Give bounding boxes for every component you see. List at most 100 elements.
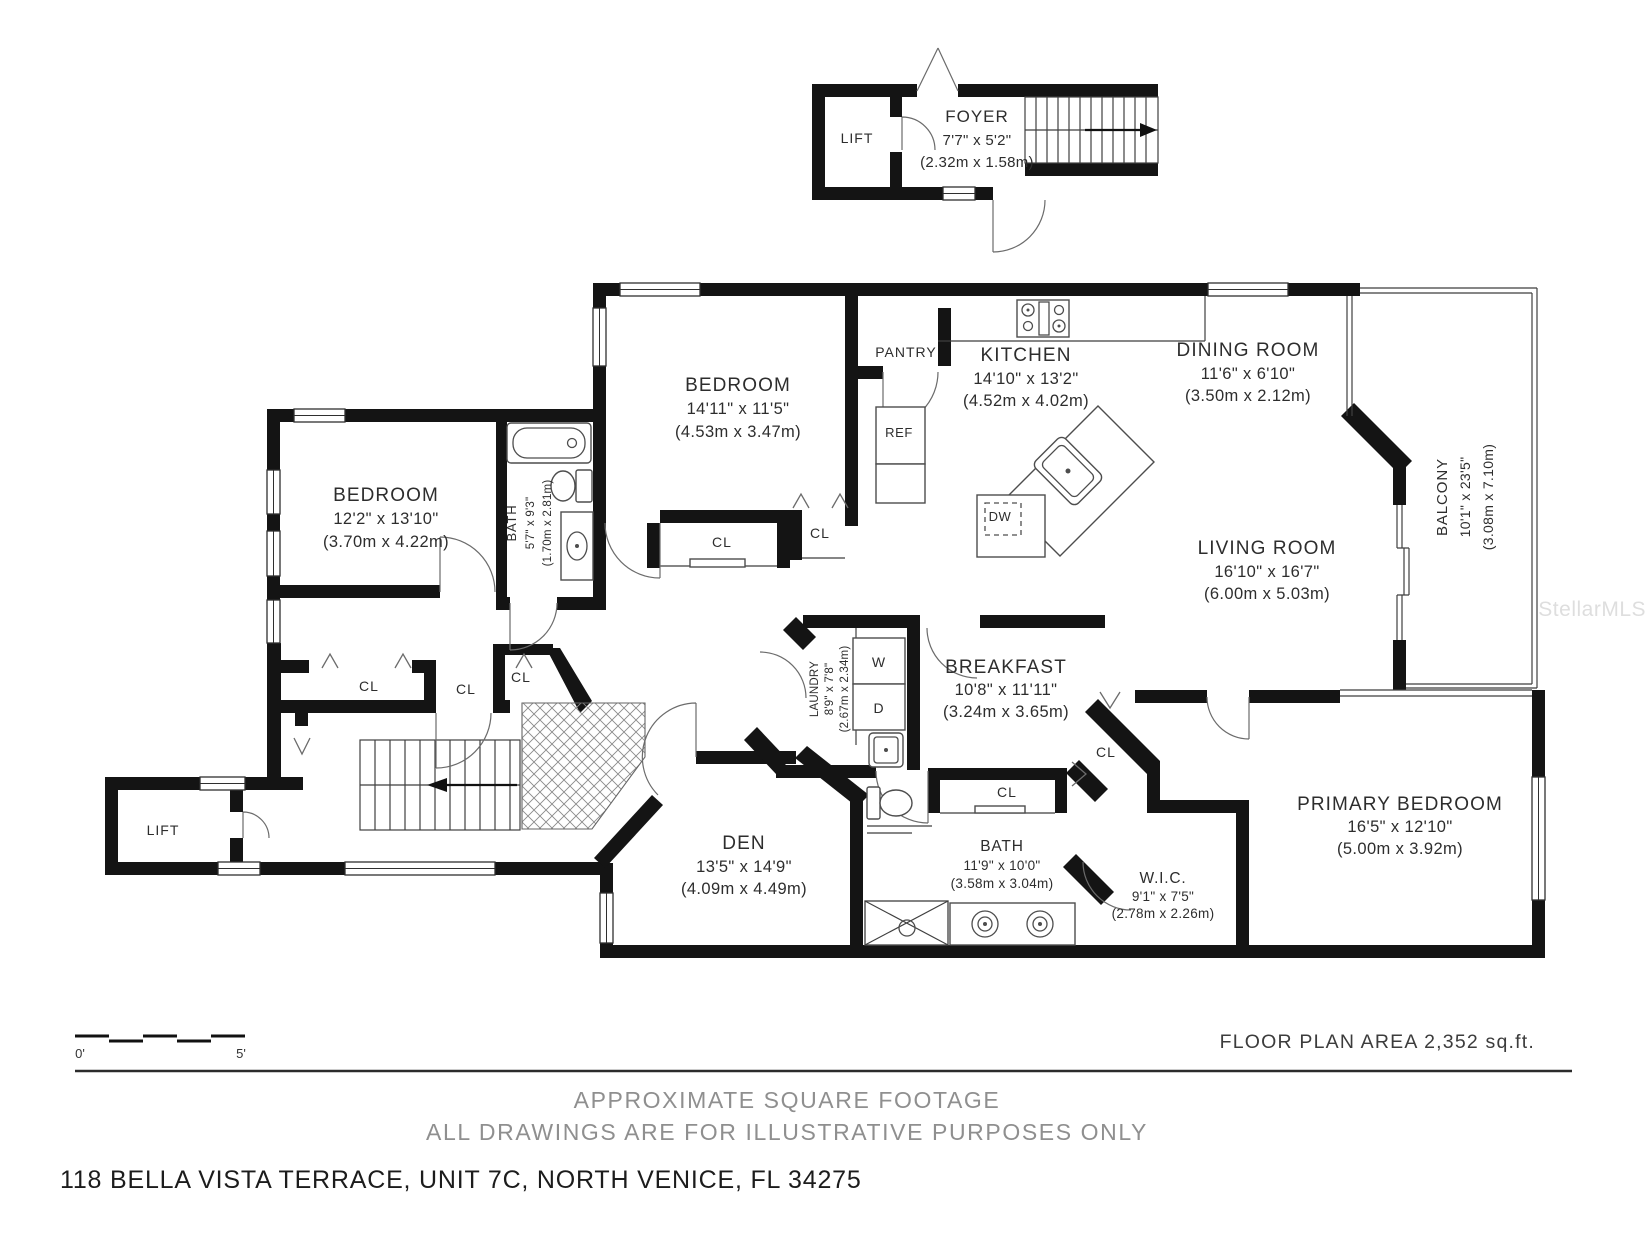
- bathtub-icon: [506, 422, 592, 464]
- room-label-bedroom-mid: BEDROOM 14'11" x 11'5" (4.53m x 3.47m): [675, 375, 801, 441]
- svg-text:DEN: DEN: [722, 833, 765, 854]
- svg-text:8'9" x 7'8": 8'9" x 7'8": [824, 663, 836, 715]
- svg-text:11'6" x 6'10": 11'6" x 6'10": [1201, 365, 1295, 383]
- svg-text:BALCONY: BALCONY: [1434, 458, 1451, 536]
- svg-text:BEDROOM: BEDROOM: [333, 485, 439, 506]
- label-dw: DW: [989, 509, 1012, 524]
- window: [1207, 282, 1289, 297]
- island-sink-icon: [1033, 436, 1103, 506]
- sink-vanity-icon-upper: [560, 511, 594, 581]
- kitchen-island: [976, 405, 1155, 558]
- toilet-icon-lower: [866, 786, 932, 834]
- svg-text:(1.70m x 2.81m): (1.70m x 2.81m): [542, 480, 554, 567]
- window: [619, 282, 701, 297]
- svg-text:13'5" x 14'9": 13'5" x 14'9": [696, 858, 792, 876]
- room-label-dining: DINING ROOM 11'6" x 6'10" (3.50m x 2.12m…: [1177, 340, 1320, 405]
- svg-text:BREAKFAST: BREAKFAST: [945, 657, 1067, 678]
- room-label-bath-upper: BATH 5'7" x 9'3" (1.70m x 2.81m): [504, 480, 554, 567]
- kitchen-counter: [938, 296, 1206, 342]
- label-closet-2: CL: [456, 681, 476, 697]
- window: [599, 892, 614, 944]
- window: [293, 408, 346, 423]
- room-label-bedroom-left: BEDROOM 12'2" x 13'10" (3.70m x 4.22m): [323, 485, 449, 551]
- svg-text:(4.09m x 4.49m): (4.09m x 4.49m): [681, 880, 807, 898]
- stove-icon: [1016, 299, 1070, 338]
- shower-icon: [864, 900, 949, 946]
- svg-text:12'2" x 13'10": 12'2" x 13'10": [333, 510, 438, 528]
- svg-text:BATH: BATH: [980, 838, 1023, 855]
- windows: [199, 186, 1546, 944]
- window: [592, 307, 607, 367]
- laundry-sink-icon: [868, 732, 904, 768]
- room-label-foyer: FOYER 7'7" x 5'2" (2.32m x 1.58m): [920, 107, 1034, 171]
- svg-text:DINING ROOM: DINING ROOM: [1177, 340, 1320, 361]
- address-label: 118 BELLA VISTA TERRACE, UNIT 7C, NORTH …: [60, 1166, 862, 1194]
- svg-text:14'11" x 11'5": 14'11" x 11'5": [687, 400, 790, 418]
- label-dryer: D: [873, 700, 884, 716]
- upper-stairs: [1024, 96, 1159, 164]
- svg-text:BEDROOM: BEDROOM: [685, 375, 791, 396]
- refrigerator-icon: [875, 406, 926, 504]
- svg-text:10'1" x 23'5": 10'1" x 23'5": [1457, 457, 1473, 538]
- label-closet-6: CL: [997, 784, 1017, 800]
- floor-area-label: FLOOR PLAN AREA 2,352 sq.ft.: [1220, 1031, 1535, 1053]
- svg-text:(3.08m x 7.10m): (3.08m x 7.10m): [1480, 444, 1496, 550]
- main-stairs: [359, 702, 646, 831]
- stair-landing-hatch: [521, 702, 646, 830]
- svg-text:FOYER: FOYER: [945, 107, 1009, 126]
- svg-text:(2.67m x 2.34m): (2.67m x 2.34m): [839, 646, 851, 733]
- window: [266, 599, 281, 644]
- label-closet-3: CL: [511, 669, 531, 685]
- svg-text:16'10" x 16'7": 16'10" x 16'7": [1214, 563, 1319, 581]
- label-closet-1: CL: [359, 678, 379, 694]
- window: [266, 530, 281, 577]
- scale-bar: 0' 5': [75, 1034, 246, 1061]
- door-chevrons: [293, 492, 1121, 787]
- svg-text:(5.00m x 3.92m): (5.00m x 3.92m): [1337, 840, 1463, 858]
- svg-text:(2.78m x 2.26m): (2.78m x 2.26m): [1112, 906, 1215, 921]
- svg-text:(2.32m x 1.58m): (2.32m x 1.58m): [920, 154, 1034, 171]
- room-label-breakfast: BREAKFAST 10'8" x 11'11" (3.24m x 3.65m): [943, 657, 1069, 721]
- window: [199, 776, 246, 791]
- window: [942, 186, 976, 201]
- svg-text:7'7" x 5'2": 7'7" x 5'2": [943, 132, 1012, 149]
- watermark: StellarMLS: [1538, 598, 1646, 621]
- room-label-lift-upper: LIFT: [841, 130, 874, 146]
- svg-text:(3.50m x 2.12m): (3.50m x 2.12m): [1185, 387, 1311, 405]
- svg-text:LIVING ROOM: LIVING ROOM: [1198, 538, 1337, 559]
- svg-text:KITCHEN: KITCHEN: [980, 345, 1071, 366]
- svg-text:10'8" x 11'11": 10'8" x 11'11": [955, 681, 1058, 699]
- stair-arrow-right-icon: [1085, 123, 1157, 137]
- svg-text:(4.53m x 3.47m): (4.53m x 3.47m): [675, 423, 801, 441]
- svg-text:(3.24m x 3.65m): (3.24m x 3.65m): [943, 703, 1069, 721]
- svg-text:11'9" x 10'0": 11'9" x 10'0": [964, 858, 1041, 873]
- double-vanity-icon: [949, 902, 1076, 946]
- dryer-box: [852, 683, 906, 731]
- footer-note-1: APPROXIMATE SQUARE FOOTAGE: [574, 1087, 1001, 1113]
- svg-text:5'7" x 9'3": 5'7" x 9'3": [525, 497, 537, 549]
- svg-text:16'5" x 12'10": 16'5" x 12'10": [1347, 818, 1452, 836]
- scale-end-label: 5': [236, 1046, 246, 1061]
- walls: [105, 84, 1545, 958]
- window: [266, 469, 281, 515]
- room-label-balcony: BALCONY 10'1" x 23'5" (3.08m x 7.10m): [1434, 444, 1496, 550]
- svg-text:LAUNDRY: LAUNDRY: [809, 661, 821, 717]
- room-label-wic: W.I.C. 9'1" x 7'5" (2.78m x 2.26m): [1112, 870, 1215, 921]
- footer-note-2: ALL DRAWINGS ARE FOR ILLUSTRATIVE PURPOS…: [426, 1119, 1148, 1145]
- toilet-icon-upper: [550, 469, 593, 503]
- room-label-laundry: LAUNDRY 8'9" x 7'8" (2.67m x 2.34m): [809, 646, 851, 733]
- svg-text:BATH: BATH: [504, 505, 519, 542]
- label-washer: W: [872, 654, 886, 670]
- svg-text:(3.58m x 3.04m): (3.58m x 3.04m): [951, 876, 1054, 891]
- label-closet-4: CL: [712, 534, 732, 550]
- window: [217, 861, 261, 876]
- svg-text:14'10" x 13'2": 14'10" x 13'2": [973, 370, 1078, 388]
- window: [344, 861, 496, 876]
- room-label-lift-lower: LIFT: [147, 822, 180, 838]
- window: [1531, 776, 1546, 901]
- label-ref: REF: [885, 425, 913, 440]
- label-closet-7: CL: [1096, 744, 1116, 760]
- svg-text:(6.00m x 5.03m): (6.00m x 5.03m): [1204, 585, 1330, 603]
